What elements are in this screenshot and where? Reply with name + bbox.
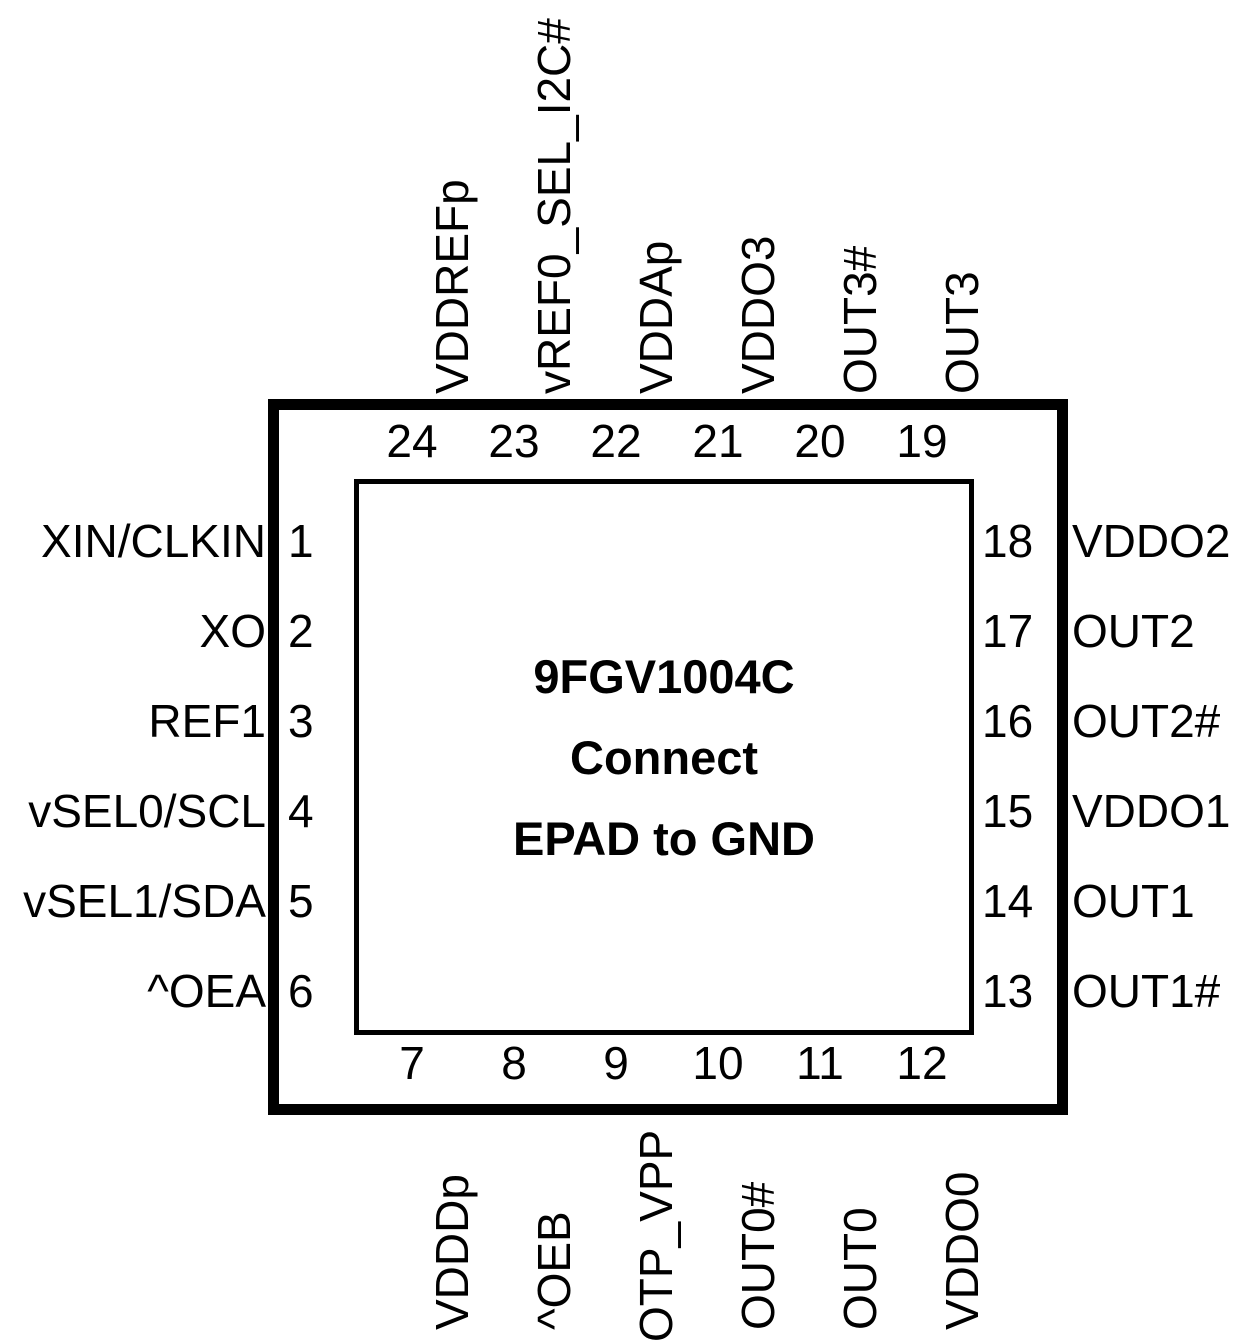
pin-number-23: 23 — [488, 415, 540, 467]
pin-number-1: 1 — [288, 515, 314, 567]
pin-label-21: VDDO3 — [732, 235, 784, 394]
pin-label-4: vSEL0/SCL — [28, 785, 266, 837]
pin-number-18: 18 — [982, 515, 1034, 567]
pin-number-11: 11 — [796, 1037, 844, 1089]
pin-number-13: 13 — [982, 965, 1034, 1017]
pin-label-12: VDDO0 — [936, 1171, 988, 1330]
pin-label-5: vSEL1/SDA — [23, 875, 266, 927]
pin-label-10: OUT0# — [732, 1181, 784, 1330]
pin-number-7: 7 — [399, 1037, 425, 1089]
pin-number-15: 15 — [982, 785, 1034, 837]
pin-number-10: 10 — [692, 1037, 744, 1089]
pin-label-1: XIN/CLKIN — [41, 515, 266, 567]
pin-label-2: XO — [199, 605, 266, 657]
pin-label-11: OUT0 — [834, 1207, 886, 1330]
pin-label-3: REF1 — [148, 695, 266, 747]
pin-label-22: VDDAp — [630, 240, 682, 394]
pin-number-12: 12 — [896, 1037, 948, 1089]
pin-number-16: 16 — [982, 695, 1034, 747]
pin-label-9: OTP_VPP — [630, 1129, 682, 1342]
pin-label-20: OUT3# — [834, 245, 886, 394]
pin-number-21: 21 — [692, 415, 744, 467]
pin-number-8: 8 — [501, 1037, 527, 1089]
pin-number-14: 14 — [982, 875, 1034, 927]
pin-number-6: 6 — [288, 965, 314, 1017]
pin-label-24: VDDREFp — [426, 179, 478, 394]
pin-number-4: 4 — [288, 785, 314, 837]
pin-label-7: VDDDp — [426, 1174, 478, 1330]
pin-number-2: 2 — [288, 605, 314, 657]
die-outline — [354, 479, 974, 1035]
pin-label-18: VDDO2 — [1072, 515, 1231, 567]
die-outline-underline — [354, 1030, 974, 1033]
pin-number-3: 3 — [288, 695, 314, 747]
pin-label-15: VDDO1 — [1072, 785, 1231, 837]
pin-number-19: 19 — [896, 415, 948, 467]
pin-label-19: OUT3 — [936, 271, 988, 394]
pin-number-24: 24 — [386, 415, 438, 467]
pin-number-5: 5 — [288, 875, 314, 927]
pin-label-8: ^OEB — [528, 1211, 580, 1330]
pin-label-23: vREF0_SEL_I2C# — [528, 18, 580, 394]
pin-number-17: 17 — [982, 605, 1034, 657]
pin-number-9: 9 — [603, 1037, 629, 1089]
pin-label-17: OUT2 — [1072, 605, 1195, 657]
pin-label-16: OUT2# — [1072, 695, 1221, 747]
pin-label-14: OUT1 — [1072, 875, 1195, 927]
pin-label-13: OUT1# — [1072, 965, 1221, 1017]
pin-number-22: 22 — [590, 415, 642, 467]
pin-number-20: 20 — [794, 415, 846, 467]
pin-label-6: ^OEA — [147, 965, 266, 1017]
